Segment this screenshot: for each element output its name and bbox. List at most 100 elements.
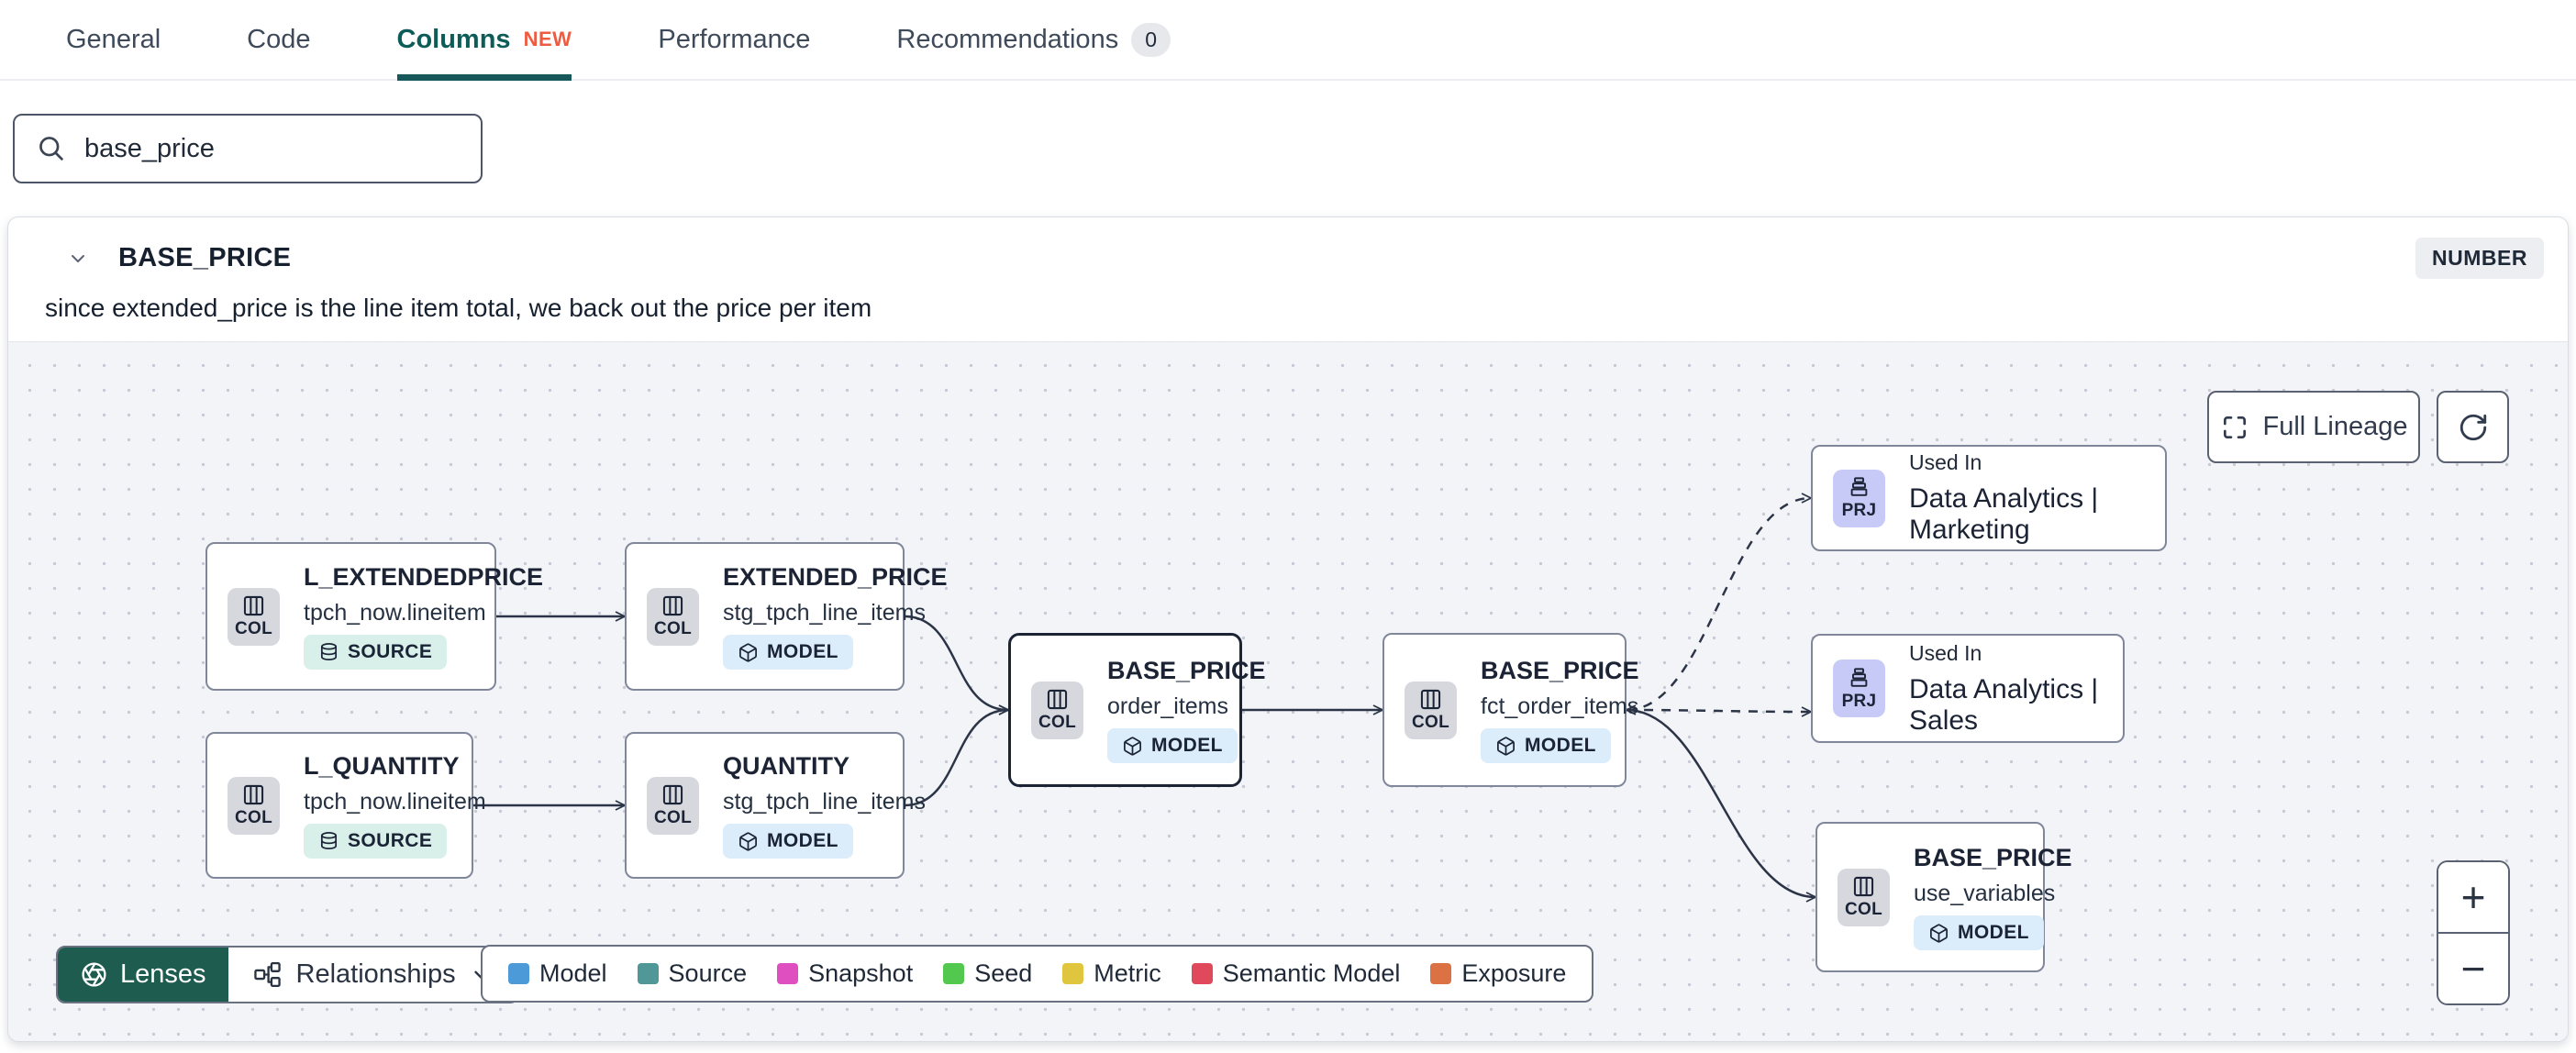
node-type-label: MODEL: [1151, 735, 1223, 756]
kind-label: PRJ: [1841, 691, 1877, 711]
node-title: EXTENDED_PRICE: [723, 563, 948, 591]
columns-icon: [1420, 689, 1441, 710]
node-type-label: MODEL: [767, 830, 838, 851]
legend-item-metric: Metric: [1062, 959, 1161, 988]
lineage-edge-quantity-to-base_price_order_items: [904, 704, 1011, 807]
tab-general[interactable]: General: [66, 0, 161, 79]
columns-icon: [1047, 689, 1068, 710]
kind-label: COL: [234, 808, 272, 827]
node-title: QUANTITY: [723, 752, 849, 780]
lens-bar: Lenses Relationships: [56, 946, 519, 1003]
node-title: L_QUANTITY: [304, 752, 460, 780]
kind-label: COL: [653, 619, 692, 638]
legend-swatch: [1430, 963, 1452, 984]
relationships-label: Relationships: [295, 959, 456, 989]
tab-label: Performance: [658, 24, 811, 54]
tab-columns[interactable]: Columns NEW: [396, 0, 572, 81]
node-type-badge: MODEL: [723, 635, 853, 670]
node-eyebrow: Used In: [1909, 450, 1982, 474]
kind-label: COL: [1038, 713, 1076, 732]
model-cube-icon: [739, 642, 757, 662]
legend-swatch: [1191, 963, 1213, 984]
legend-swatch: [637, 963, 659, 984]
columns-icon: [243, 595, 264, 616]
model-cube-icon: [739, 831, 757, 851]
node-type-label: MODEL: [767, 641, 838, 662]
new-badge: NEW: [523, 28, 572, 50]
node-title: Data Analytics | Marketing: [1909, 483, 2099, 545]
zoom-in-button[interactable]: +: [2438, 862, 2508, 934]
node-type-badge: MODEL: [1481, 728, 1611, 763]
columns-icon: [1853, 876, 1874, 897]
lenses-label: Lenses: [120, 959, 206, 989]
kind-label: COL: [234, 619, 272, 638]
zoom-out-button[interactable]: −: [2438, 934, 2508, 1003]
search-icon: [35, 132, 68, 165]
node-type-label: SOURCE: [348, 830, 433, 851]
legend-swatch: [508, 963, 529, 984]
search-input[interactable]: [13, 114, 483, 183]
columns-icon: [662, 784, 683, 805]
lenses-button[interactable]: Lenses: [58, 948, 228, 1002]
legend-item-source: Source: [637, 959, 748, 988]
columns-icon: [243, 784, 264, 805]
full-lineage-button[interactable]: Full Lineage: [2207, 391, 2420, 463]
relationships-dropdown[interactable]: Relationships: [228, 948, 517, 1002]
legend-item-snapshot: Snapshot: [777, 959, 913, 988]
legend-swatch: [1062, 963, 1084, 984]
node-eyebrow: Used In: [1909, 640, 1982, 665]
col-badge: COL: [228, 587, 280, 646]
node-body: Used In Data Analytics | Marketing: [1909, 450, 2165, 546]
kind-label: PRJ: [1841, 501, 1877, 520]
tab-performance[interactable]: Performance: [658, 0, 810, 79]
kind-label: COL: [1411, 713, 1449, 732]
legend-item-seed: Seed: [943, 959, 1032, 988]
legend-label: Snapshot: [808, 959, 914, 987]
tab-label: Columns: [396, 24, 511, 54]
node-subtitle: tpch_now.lineitem: [304, 600, 486, 626]
legend-label: Exposure: [1461, 959, 1567, 987]
lineage-node-used_in_sales[interactable]: PRJ Used In Data Analytics | Sales: [1811, 634, 2125, 743]
tab-label: Code: [247, 24, 311, 54]
tab-label: General: [66, 24, 161, 54]
legend-label: Seed: [974, 959, 1033, 987]
col-badge: COL: [647, 776, 699, 835]
zoom-controls: + −: [2437, 860, 2510, 1005]
column-description: since extended_price is the line item to…: [45, 294, 872, 322]
node-type-label: SOURCE: [348, 641, 433, 662]
node-title: BASE_PRICE: [1107, 657, 1266, 684]
database-icon: [320, 642, 338, 660]
lineage-node-used_in_marketing[interactable]: PRJ Used In Data Analytics | Marketing: [1811, 445, 2167, 551]
tab-code[interactable]: Code: [247, 0, 310, 79]
legend-label: Model: [539, 959, 607, 987]
node-title: Data Analytics | Sales: [1909, 673, 2099, 736]
node-subtitle: tpch_now.lineitem: [304, 789, 486, 815]
expand-icon: [2220, 413, 2249, 442]
legend-label: Source: [668, 959, 748, 987]
count-badge: 0: [1131, 22, 1171, 57]
refresh-button[interactable]: [2437, 391, 2509, 463]
tab-bar: General Code Columns NEW Performance Recommen…: [0, 0, 2576, 81]
model-cube-icon: [1497, 736, 1515, 756]
legend-label: Metric: [1094, 959, 1161, 987]
collapse-chevron-icon[interactable]: [61, 242, 94, 275]
lineage-edge-extended_price-to-base_price_order_items: [904, 615, 1011, 715]
legend-item-exposure: Exposure: [1430, 959, 1566, 988]
column-name: BASE_PRICE: [118, 243, 292, 272]
